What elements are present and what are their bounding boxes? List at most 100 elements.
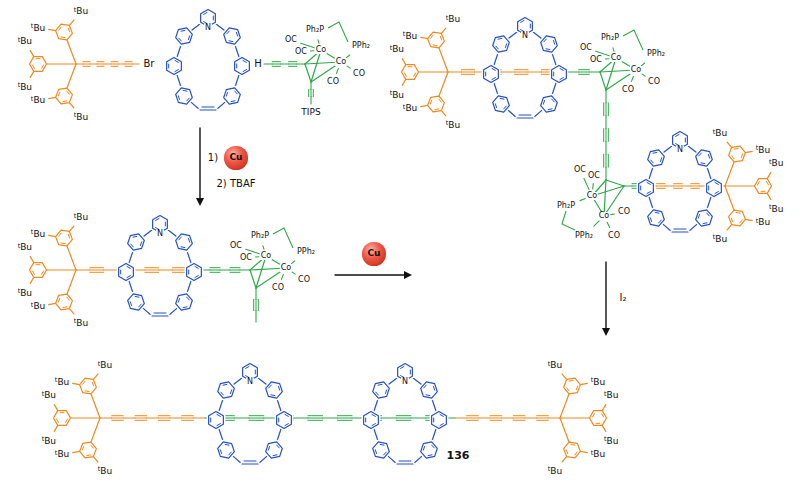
benzene-ring: [218, 442, 235, 458]
benzene-ring: [224, 88, 241, 104]
single-bond: [568, 71, 579, 72]
group-text: Bu: [405, 30, 417, 40]
triple-bond: [467, 418, 479, 419]
tert-butyl-label: tBu: [41, 436, 57, 445]
double-bond: [566, 450, 567, 454]
single-bond: [147, 417, 159, 418]
ring-halo: [187, 264, 202, 281]
benzene-ring: [590, 411, 607, 426]
substituent-bond: [745, 151, 752, 152]
triple-bond: [230, 267, 240, 268]
triple-bond: [308, 418, 323, 419]
double-bond: [204, 12, 207, 14]
bond: [725, 162, 734, 186]
double-bond: [505, 44, 506, 48]
bond: [725, 186, 734, 210]
tert-butyl-label: tBu: [30, 229, 46, 238]
atom-label: N: [676, 146, 684, 154]
ring-halo: [128, 234, 145, 250]
bond: [91, 394, 100, 418]
substituent-bond: [49, 235, 56, 236]
double-bond: [231, 100, 235, 102]
single-bond: [159, 269, 173, 270]
double-bond: [543, 100, 544, 104]
double-bond: [708, 154, 709, 158]
tert-butyl-label: tBu: [17, 82, 33, 91]
benzene-ring: [707, 180, 722, 197]
double-bond: [236, 64, 237, 68]
double-bond: [548, 108, 552, 110]
triple-bond: [289, 61, 297, 62]
single-bond: [605, 116, 606, 129]
ligand-bond: [607, 222, 610, 227]
bond: [152, 315, 168, 316]
triple-bond: [249, 420, 264, 421]
bond-halo: [388, 377, 398, 385]
prefix-superscript: t: [756, 216, 759, 224]
prefix-superscript: t: [756, 144, 759, 152]
benzene-ring: [128, 294, 145, 310]
double-bond: [740, 220, 742, 223]
substituent-bond: [562, 374, 566, 379]
substituent-bond: [49, 303, 56, 304]
prefix-superscript: t: [390, 43, 393, 51]
double-bond: [378, 384, 382, 386]
bond: [687, 145, 697, 153]
substituent-bond: [54, 425, 58, 431]
cobalt-label: Co: [335, 58, 347, 66]
benzene-ring: [564, 378, 581, 394]
double-bond: [285, 414, 288, 416]
bond-halo: [687, 145, 697, 153]
double-bond: [703, 222, 707, 224]
catalyst-text: Cu: [229, 153, 242, 162]
group-text: Bu: [33, 95, 45, 105]
double-bond: [432, 445, 435, 448]
prefix-superscript: t: [55, 376, 58, 384]
ligand-bond: [255, 256, 259, 257]
triple-bond: [537, 420, 549, 421]
bond: [91, 418, 100, 442]
double-bond: [698, 214, 699, 218]
double-bond: [504, 106, 507, 109]
cluster-bond: [305, 64, 311, 82]
cluster-bond: [600, 72, 606, 90]
substituent-bond: [69, 20, 73, 25]
substituent-bond: [602, 405, 606, 411]
triple-bond: [337, 420, 352, 421]
tert-butyl-label: tBu: [73, 318, 89, 327]
bond-halo: [233, 377, 243, 385]
triple-bond: [579, 69, 590, 70]
group-text: Bu: [33, 228, 45, 238]
double-bond: [226, 92, 227, 96]
cobalt-label: Co: [598, 212, 610, 220]
bond-halo: [257, 377, 267, 385]
bond-halo: [532, 31, 542, 39]
double-bond: [365, 418, 366, 422]
double-bond: [133, 236, 137, 238]
bond: [663, 145, 673, 153]
triple-bond: [461, 72, 474, 73]
double-bond: [269, 385, 272, 388]
ring-halo: [432, 412, 447, 429]
catalyst-sphere: Cu: [362, 242, 385, 265]
triple-bond: [112, 415, 124, 416]
triple-bond: [490, 418, 502, 419]
double-bond: [178, 96, 179, 100]
double-bond: [495, 104, 496, 108]
double-bond: [243, 60, 246, 62]
bond: [257, 377, 267, 385]
benzene-ring: [484, 66, 499, 83]
trityl-group: [560, 374, 607, 462]
single-bond: [501, 71, 514, 72]
ligand-label: OC: [239, 254, 253, 262]
substituent-bond: [69, 103, 73, 108]
double-bond: [655, 212, 659, 214]
double-bond: [435, 108, 439, 110]
prefix-superscript: t: [42, 435, 45, 443]
prefix-superscript: t: [403, 102, 406, 110]
double-bond: [230, 390, 231, 394]
triple-bond: [537, 418, 549, 419]
triple-bond: [289, 64, 297, 65]
double-bond: [761, 191, 765, 192]
triple-bond: [657, 186, 666, 187]
